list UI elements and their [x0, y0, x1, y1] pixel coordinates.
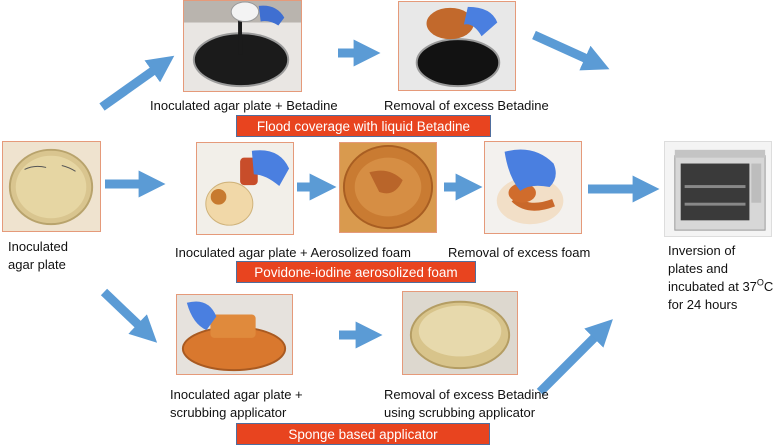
sponge-banner: Sponge based applicator	[236, 423, 490, 445]
arrow-start-to-sponge	[100, 288, 158, 343]
start-label-line2: agar plate	[8, 257, 66, 272]
end-label-line4: for 24 hours	[668, 297, 738, 312]
end-temp-degree: O	[756, 277, 764, 288]
start-label-line1: Inoculated	[8, 239, 68, 254]
flood-step2-caption: Removal of excess Betadine	[384, 98, 549, 113]
foam-banner: Povidone-iodine aerosolized foam	[236, 261, 476, 283]
end-temp-prefix: incubated at 37	[668, 279, 757, 294]
foam-step1-caption: Inoculated agar plate + Aerosolized foam	[175, 245, 411, 260]
removal-betadine-photo	[398, 1, 516, 91]
sponge-applicator-photo	[176, 294, 293, 375]
incubator-photo	[664, 141, 772, 237]
end-temp-unit: C	[763, 279, 774, 294]
end-label-line1: Inversion of	[668, 243, 736, 258]
aerosol-foam-photo	[196, 142, 294, 235]
flood-banner: Flood coverage with liquid Betadine	[236, 115, 491, 137]
sponge-step2-caption-line1: Removal of excess Betadine	[384, 387, 549, 402]
sponge-removal-photo	[402, 291, 518, 375]
arrow-sponge-to-end	[536, 319, 613, 396]
flood-step1-caption: Inoculated agar plate + Betadine	[150, 98, 338, 113]
sponge-step1-caption-line1: Inoculated agar plate +	[170, 387, 303, 402]
sponge-step2-caption-line2: using scrubbing applicator	[384, 405, 536, 420]
inoculated-plate-photo	[2, 141, 101, 232]
foam-coverage-photo	[339, 142, 437, 233]
end-label-line2: plates and	[668, 261, 728, 276]
foam-removal-photo	[484, 141, 582, 234]
arrow-flood-to-end	[532, 30, 610, 71]
betadine-pour-photo	[183, 0, 302, 92]
foam-step2-caption: Removal of excess foam	[448, 245, 591, 260]
sponge-step1-caption-line2: scrubbing applicator	[170, 405, 287, 420]
end-label-line3: incubated at 37OC	[668, 277, 774, 295]
